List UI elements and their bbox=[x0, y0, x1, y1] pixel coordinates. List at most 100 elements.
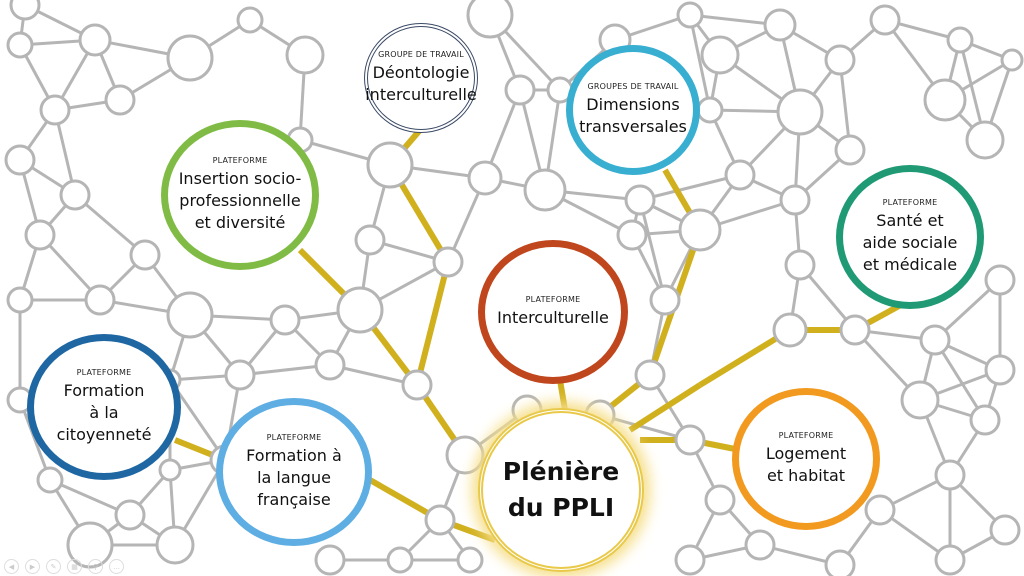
network-node bbox=[336, 286, 384, 334]
network-node bbox=[166, 291, 214, 339]
prev-icon[interactable]: ◀ bbox=[4, 559, 19, 574]
hub-title: Formation à la citoyenneté bbox=[56, 381, 152, 444]
hub-insertion: PLATEFORME Insertion socio- professionne… bbox=[161, 120, 319, 270]
network-node bbox=[269, 304, 301, 336]
network-node bbox=[466, 0, 514, 39]
hub-deontologie: GROUPE DE TRAVAIL Déontologie intercultu… bbox=[364, 23, 478, 133]
network-node bbox=[989, 514, 1021, 546]
network-node bbox=[696, 96, 724, 124]
hub-title: Santé et aide sociale et médicale bbox=[862, 211, 958, 274]
next-icon[interactable]: ▶ bbox=[25, 559, 40, 574]
network-node bbox=[456, 546, 484, 574]
network-node bbox=[158, 458, 182, 482]
network-node bbox=[314, 349, 346, 381]
network-node bbox=[104, 84, 136, 116]
network-node bbox=[467, 160, 503, 196]
hub-dimensions: GROUPES DE TRAVAIL Dimensions transversa… bbox=[566, 45, 700, 175]
network-link bbox=[688, 14, 712, 111]
network-node bbox=[969, 404, 1001, 436]
network-node bbox=[224, 359, 256, 391]
network-node bbox=[366, 141, 414, 189]
network-node bbox=[84, 284, 116, 316]
network-node bbox=[923, 78, 967, 122]
network-link bbox=[599, 413, 691, 442]
network-node bbox=[432, 246, 464, 278]
hub-title: Dimensions transversales bbox=[579, 95, 687, 136]
network-node bbox=[1000, 48, 1024, 72]
network-node bbox=[6, 31, 34, 59]
hub-caption: GROUPE DE TRAVAIL bbox=[378, 50, 464, 59]
highlight-link bbox=[557, 379, 568, 411]
hub-caption: PLATEFORME bbox=[266, 433, 322, 442]
network-node bbox=[724, 159, 756, 191]
highlight-link bbox=[628, 382, 702, 433]
network-node bbox=[4, 144, 36, 176]
network-node bbox=[24, 219, 56, 251]
hub-caption: PLATEFORME bbox=[525, 295, 581, 304]
hub-pleniere: Plénière du PPLI bbox=[478, 408, 644, 572]
pen-icon[interactable]: ✎ bbox=[46, 559, 61, 574]
network-node bbox=[114, 499, 146, 531]
hub-caption: GROUPES DE TRAVAIL bbox=[587, 82, 679, 91]
network-node bbox=[784, 249, 816, 281]
network-node bbox=[78, 23, 112, 57]
network-node bbox=[678, 208, 722, 252]
hub-langue: PLATEFORME Formation à la langue françai… bbox=[216, 398, 372, 546]
highlight-link bbox=[698, 327, 792, 388]
slide-controls: ◀ ▶ ✎ ▦ ⚲ … bbox=[4, 559, 124, 574]
network-node bbox=[649, 284, 681, 316]
network-node bbox=[946, 26, 974, 54]
network-node bbox=[984, 354, 1016, 386]
network-link bbox=[638, 199, 667, 301]
network-node bbox=[624, 184, 656, 216]
more-icon[interactable]: … bbox=[109, 559, 124, 574]
network-node bbox=[834, 134, 866, 166]
network-node bbox=[934, 544, 966, 576]
network-node bbox=[155, 525, 195, 565]
network-node bbox=[824, 549, 856, 576]
network-node bbox=[236, 6, 264, 34]
network-node bbox=[864, 494, 896, 526]
center-title: Plénière du PPLI bbox=[502, 457, 620, 522]
network-node bbox=[354, 224, 386, 256]
network-node bbox=[504, 74, 536, 106]
network-link bbox=[639, 173, 741, 202]
network-node bbox=[401, 369, 433, 401]
network-node bbox=[166, 34, 214, 82]
network-node bbox=[919, 324, 951, 356]
hub-caption: PLATEFORME bbox=[882, 198, 938, 207]
network-link bbox=[933, 339, 987, 421]
hub-title: Insertion socio- professionnelle et dive… bbox=[178, 169, 302, 232]
network-node bbox=[763, 8, 797, 42]
slides-icon[interactable]: ▦ bbox=[67, 559, 82, 574]
network-node bbox=[776, 88, 824, 136]
network-node bbox=[674, 544, 706, 576]
network-node bbox=[386, 546, 414, 574]
highlight-link bbox=[414, 261, 451, 386]
hub-title: Formation à la langue française bbox=[246, 446, 342, 509]
network-node bbox=[6, 286, 34, 314]
network-node bbox=[59, 179, 91, 211]
network-node bbox=[744, 529, 776, 561]
network-node bbox=[900, 380, 940, 420]
network-node bbox=[674, 424, 706, 456]
network-node bbox=[523, 168, 567, 212]
hub-interculturelle: PLATEFORME Interculturelle bbox=[478, 240, 628, 384]
hub-title: Déontologie interculturelle bbox=[365, 63, 477, 104]
network-node bbox=[824, 44, 856, 76]
network-node bbox=[984, 264, 1016, 296]
zoom-icon[interactable]: ⚲ bbox=[88, 559, 103, 574]
network-node bbox=[779, 184, 811, 216]
hub-caption: PLATEFORME bbox=[76, 368, 132, 377]
network-node bbox=[704, 484, 736, 516]
network-node bbox=[839, 314, 871, 346]
hub-caption: PLATEFORME bbox=[778, 431, 834, 440]
network-node bbox=[700, 35, 740, 75]
network-node bbox=[869, 4, 901, 36]
network-node bbox=[9, 0, 41, 21]
network-node bbox=[424, 504, 456, 536]
hub-citoyennete: PLATEFORME Formation à la citoyenneté bbox=[27, 334, 181, 480]
network-node bbox=[934, 459, 966, 491]
